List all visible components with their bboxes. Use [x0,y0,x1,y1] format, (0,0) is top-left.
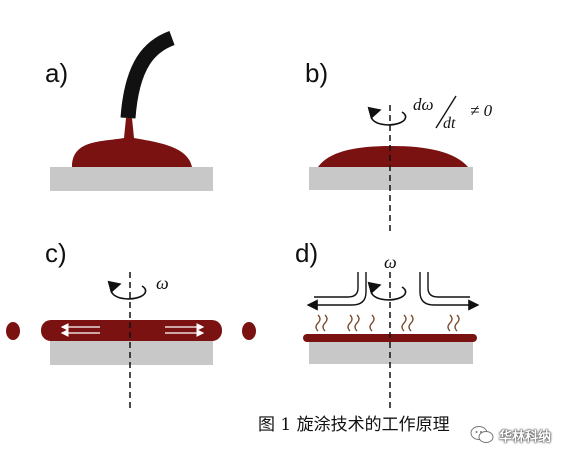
spreading-fluid-b [318,146,468,167]
figure-caption: 图 1 旋涂技术的工作原理 [258,415,450,435]
panel-b-label: b) [305,58,328,88]
airflow-arrow-left-inner [314,272,359,298]
panel-b: b) dω dt ≠ 0 [305,58,493,232]
omega-c: ω [156,273,169,293]
vapor-squiggle-9 [454,314,460,332]
omega-d: ω [384,252,397,272]
panel-d-label: d) [295,238,318,268]
rotation-arrow-c [107,280,147,300]
wechat-icon [470,426,494,443]
watermark-text: 华林科纳 [499,429,552,445]
substrate-c [50,339,213,365]
vapor-squiggle-2 [322,314,328,332]
watermark: 华林科纳 [470,423,551,447]
airflow-arrow-left-outer [306,272,367,311]
vapor-squiggle-6 [401,314,407,332]
fluid-layer-c [41,320,222,341]
substrate-b [309,167,473,190]
vapor-squiggle-4 [354,314,360,332]
panel-a-label: a) [45,58,68,88]
panel-c: c) ω [6,238,256,408]
rate-numerator: dω [413,95,434,114]
nozzle [120,30,175,119]
ejected-droplet-right [242,322,256,340]
rate-slash [435,95,457,129]
vapor-squiggle-1 [315,314,321,332]
rate-relation: ≠ 0 [470,101,493,120]
vapor-squiggle-5 [369,314,375,332]
rate-denominator: dt [443,115,456,132]
panel-a: a) [45,30,213,191]
vapor-squiggle-3 [347,314,353,332]
rotation-arrow-b [367,106,407,126]
substrate-a [50,167,213,191]
dispensed-fluid-a [72,118,192,167]
panel-d: d) ω [295,238,480,408]
airflow-arrow-right-outer [419,272,480,311]
rotation-arrow-d [367,281,407,301]
vapor-squiggle-8 [447,314,453,332]
airflow-arrow-right-inner [427,272,470,298]
evaporation-vapor [315,314,460,332]
ejected-droplet-left [6,322,20,340]
vapor-squiggle-7 [408,314,414,332]
substrate-d [309,338,473,364]
panel-c-label: c) [45,238,67,268]
